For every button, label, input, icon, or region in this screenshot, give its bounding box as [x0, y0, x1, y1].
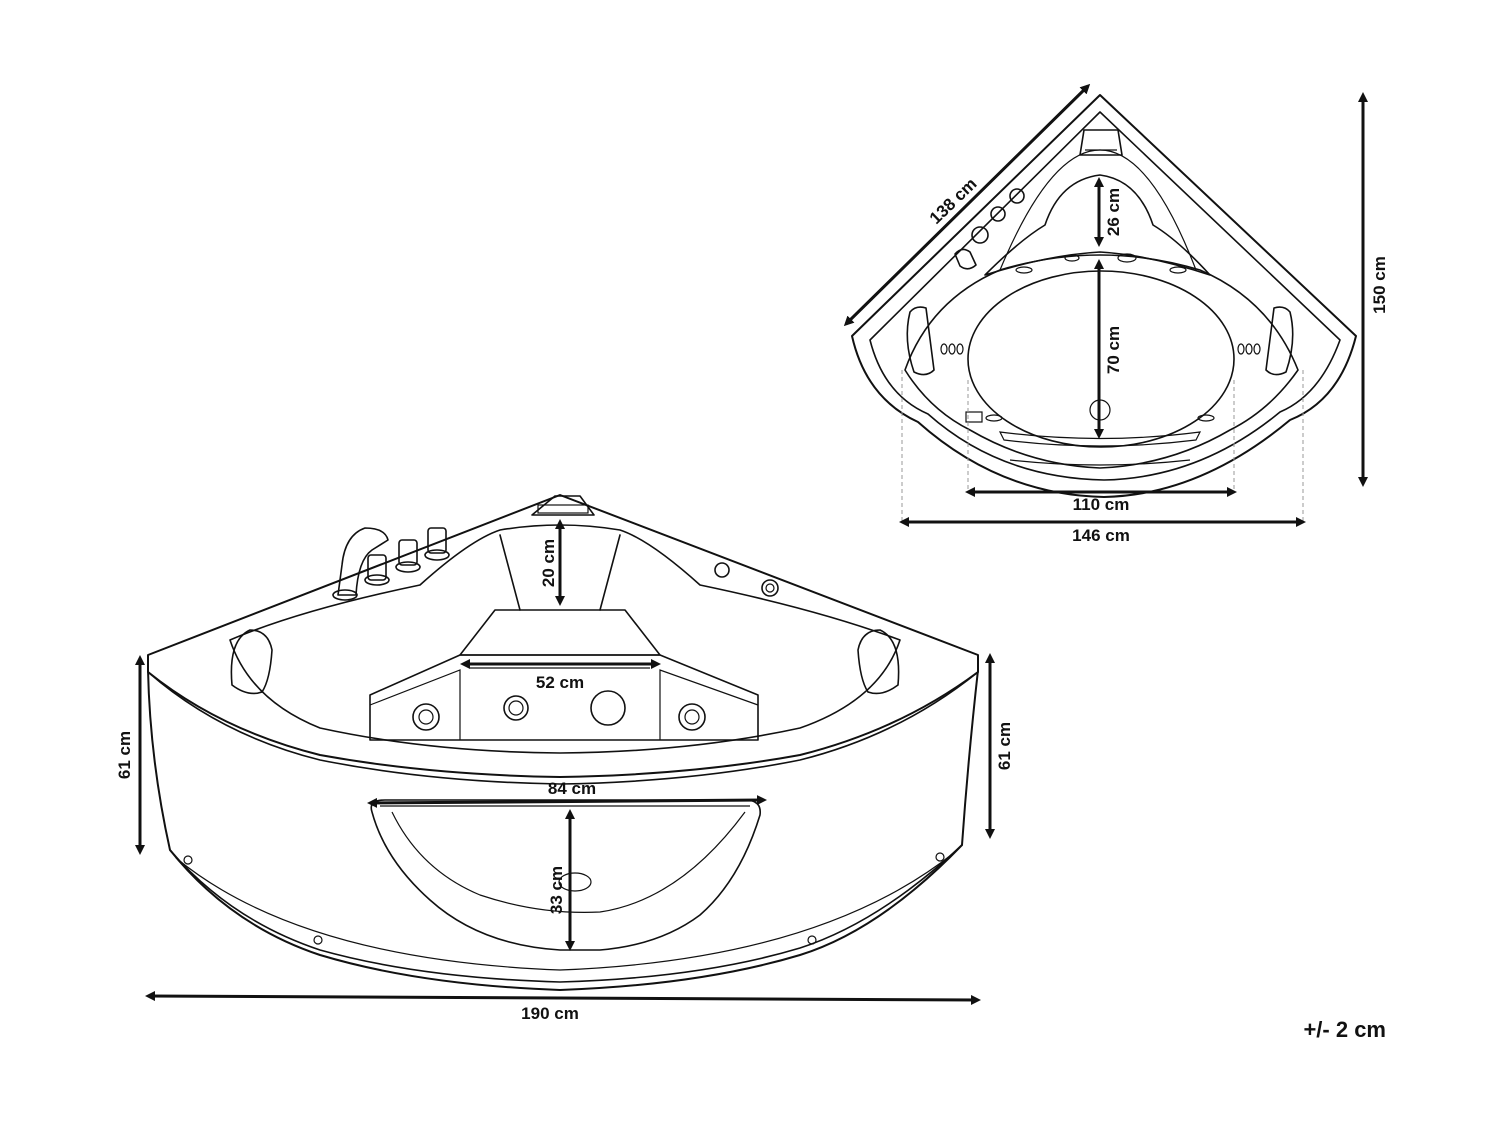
front-view-window-height-label: 33 cm: [547, 866, 566, 914]
top-view-right-pillow: [1265, 306, 1294, 376]
top-view-inner-width-label: 110 cm: [1073, 495, 1130, 514]
front-view-controls: [332, 527, 450, 601]
front-view-pillow: [531, 495, 595, 516]
top-view-height-label: 150 cm: [1370, 256, 1389, 314]
front-view-width-label: 190 cm: [521, 1004, 579, 1023]
front-view-width-dimension: [145, 991, 981, 1005]
front-view-jets: [412, 562, 779, 731]
top-view-rim: [869, 111, 1341, 481]
top-view-diagonal-dimension: [843, 83, 1091, 327]
top-view-headrest-label: 26 cm: [1104, 188, 1123, 236]
front-view: 20 cm 52 cm 84 cm 33 cm 61 cm 61 cm 190 …: [115, 494, 1014, 1023]
front-view-window-width-label: 84 cm: [548, 779, 596, 798]
top-view-outer-width-label: 146 cm: [1072, 526, 1130, 545]
front-view-headrest-label: 20 cm: [539, 539, 558, 587]
top-view: 138 cm 150 cm 26 cm 70 cm 110 cm 146 cm: [843, 83, 1389, 545]
front-view-left-height-label: 61 cm: [115, 731, 134, 779]
front-view-seat-width-label: 52 cm: [536, 673, 584, 692]
front-view-deck: [147, 494, 979, 778]
front-view-window-width-dimension: [367, 795, 767, 808]
front-view-inner-rim: [229, 524, 901, 754]
front-view-right-height-label: 61 cm: [995, 722, 1014, 770]
front-view-left-pillow: [230, 629, 273, 695]
front-view-right-pillow: [857, 629, 900, 695]
tolerance-note: +/- 2 cm: [1303, 1017, 1386, 1042]
top-view-jets: [940, 253, 1261, 423]
top-view-basin-label: 70 cm: [1104, 326, 1123, 374]
